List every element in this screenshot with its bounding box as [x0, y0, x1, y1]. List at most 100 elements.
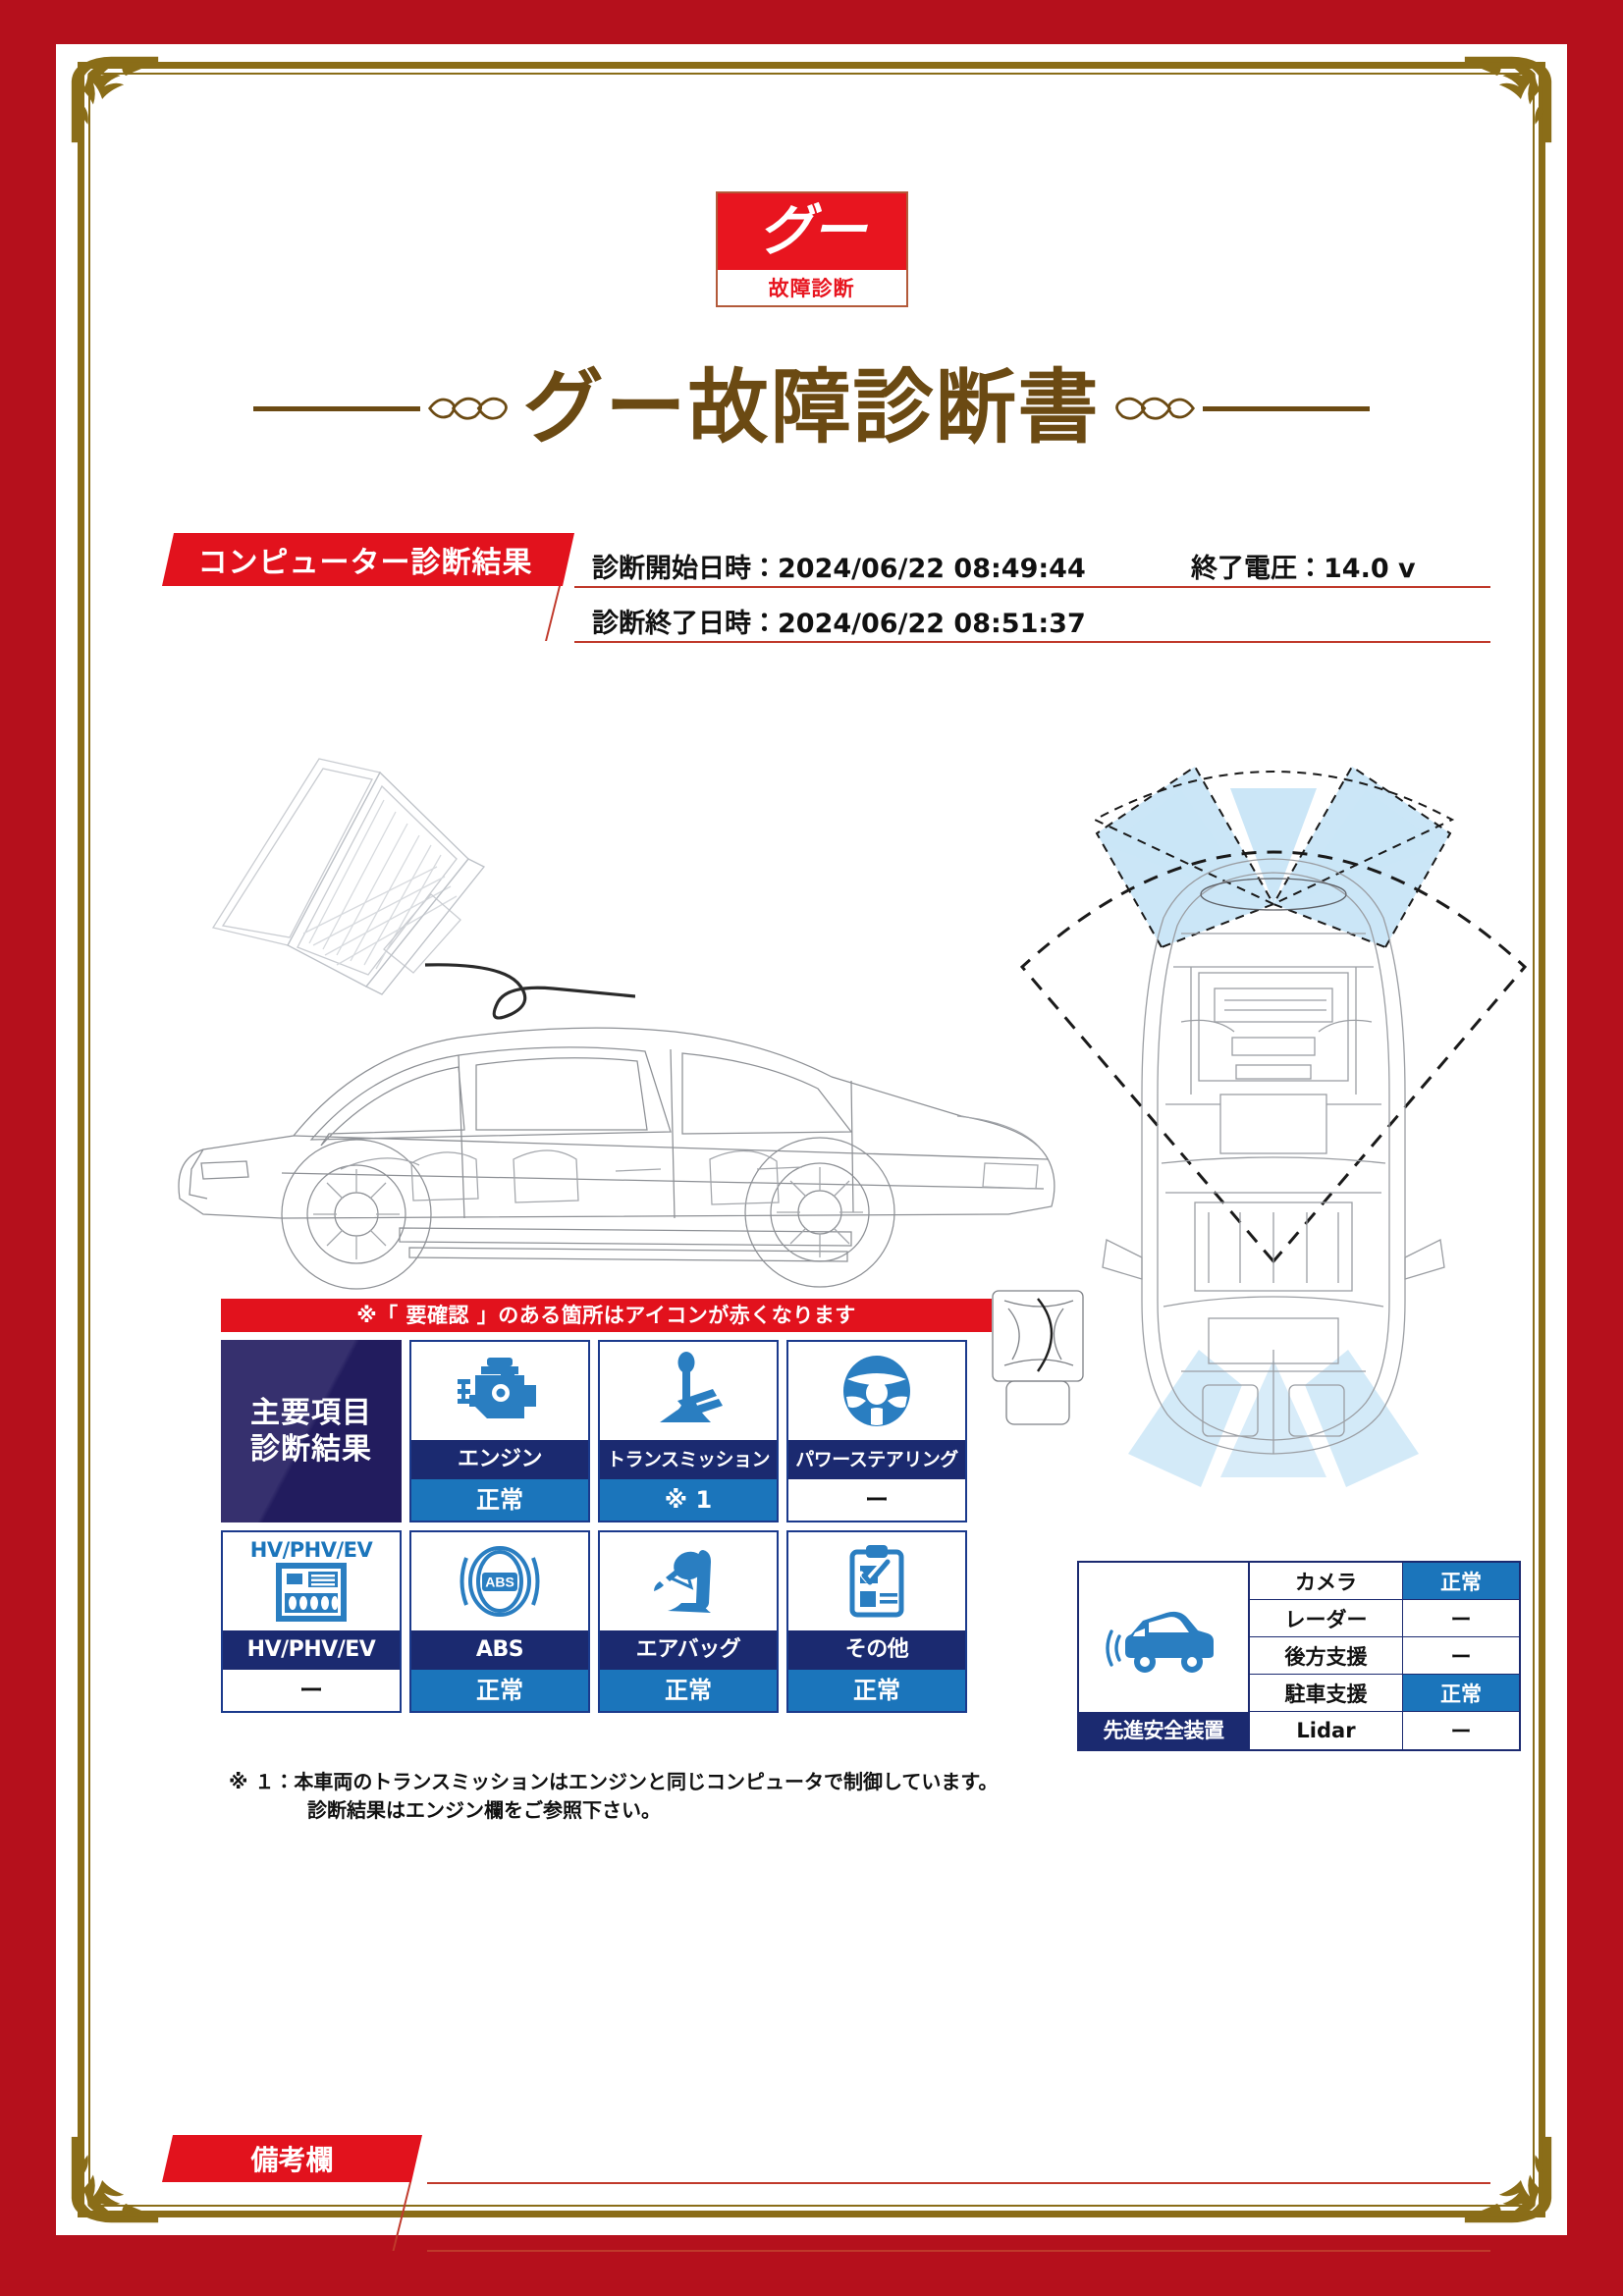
safety-row-lidar-label: Lidar — [1250, 1712, 1403, 1749]
power-steering-icon — [843, 1356, 910, 1426]
safety-row-parking-support-label: 駐車支援 — [1250, 1675, 1403, 1711]
results-warning-banner: ※「 要確認 」のある箇所はアイコンが赤くなります — [221, 1299, 992, 1332]
title-rule-right — [1202, 405, 1370, 411]
end-voltage: 終了電圧：14.0 v — [1191, 547, 1416, 585]
safety-row-rear-support-label: 後方支援 — [1250, 1637, 1403, 1674]
corner-ornament-bottom-left — [71, 2136, 159, 2223]
advanced-safety-table: 先進安全装置 カメラ 正常 レーダー ー 後方支援 ー 駐車支援 正常 Lida… — [1077, 1561, 1521, 1751]
result-card-abs-name: ABS — [411, 1630, 588, 1670]
page-title: グー故障診断書 — [522, 361, 1101, 454]
logo-mark-text: グー — [758, 199, 867, 263]
car-sensor-icon-wrap — [1079, 1563, 1248, 1712]
corner-ornament-top-left — [71, 56, 159, 143]
diagnosis-end-label: 診断終了日時： — [592, 609, 778, 639]
title-flourish-left-icon — [428, 397, 509, 420]
result-card-hv-phv-ev-name: HV/PHV/EV — [223, 1630, 400, 1670]
safety-row-rear-support: 後方支援 ー — [1250, 1637, 1519, 1675]
diagnosis-end-value: 2024/06/22 08:51:37 — [778, 609, 1086, 639]
remarks-rule-2 — [427, 2250, 1490, 2252]
safety-icon-column: 先進安全装置 — [1079, 1563, 1248, 1749]
logo-subtitle: 故障診断 — [768, 277, 855, 300]
main-results-grid: ※「 要確認 」のある箇所はアイコンが赤くなります 主要項目 診断結果 — [221, 1299, 992, 1713]
result-card-abs-status: 正常 — [411, 1670, 588, 1711]
results-panel-label: 主要項目 診断結果 — [221, 1340, 402, 1522]
hv-battery-icon-wrap: HV/PHV/EV — [223, 1532, 400, 1630]
safety-row-camera-value: 正常 — [1403, 1563, 1519, 1599]
safety-row-radar-label: レーダー — [1250, 1600, 1403, 1636]
transmission-icon-wrap — [600, 1342, 777, 1440]
results-row-2: HV/PHV/EV — [221, 1530, 992, 1713]
title-rule-left — [253, 405, 421, 411]
safety-row-radar: レーダー ー — [1250, 1600, 1519, 1637]
safety-row-radar-value: ー — [1403, 1600, 1519, 1636]
diagnosis-header: コンピューター診断結果 診断開始日時：2024/06/22 08:49:44 終… — [162, 533, 1490, 643]
end-voltage-label: 終了電圧： — [1191, 554, 1324, 584]
logo-mark-area: グー — [717, 193, 906, 270]
engine-icon — [458, 1358, 536, 1418]
diagnosis-slash-divider — [545, 586, 561, 641]
result-card-transmission[interactable]: トランスミッション ※ 1 — [598, 1340, 779, 1522]
diagnosis-rule-1 — [574, 586, 1490, 588]
result-card-airbag-name: エアバッグ — [600, 1630, 777, 1670]
certificate-page: グー 故障診断 グー故障診断書 コンピューター診断結果 — [56, 44, 1567, 2252]
diagnosis-start-value: 2024/06/22 08:49:44 — [778, 554, 1086, 584]
airbag-icon — [654, 1550, 711, 1613]
diagnosis-start: 診断開始日時：2024/06/22 08:49:44 — [592, 547, 1086, 585]
safety-caption: 先進安全装置 — [1079, 1712, 1248, 1749]
safety-rows: カメラ 正常 レーダー ー 後方支援 ー 駐車支援 正常 Lidar ー — [1248, 1563, 1519, 1749]
result-card-hv-phv-ev[interactable]: HV/PHV/EV — [221, 1530, 402, 1713]
diagnosis-end: 診断終了日時：2024/06/22 08:51:37 — [592, 602, 1086, 640]
car-top-sensor-illustration — [992, 765, 1528, 1487]
hv-phv-ev-overlabel: HV/PHV/EV — [249, 1538, 373, 1562]
result-card-power-steering-name: パワーステアリング — [788, 1440, 965, 1479]
remarks-section: 備考欄 — [162, 2091, 1490, 2252]
diagnosis-rule-2 — [574, 641, 1490, 643]
corner-ornament-bottom-right — [1464, 2136, 1552, 2223]
title-flourish-right-icon — [1114, 397, 1195, 420]
computer-diagnosis-tag: コンピューター診断結果 — [162, 533, 574, 586]
result-card-other[interactable]: その他 正常 — [786, 1530, 967, 1713]
transmission-icon — [660, 1352, 723, 1422]
result-card-power-steering[interactable]: パワーステアリング ー — [786, 1340, 967, 1522]
result-card-other-status: 正常 — [788, 1670, 965, 1711]
svg-text:ABS: ABS — [485, 1575, 514, 1590]
safety-row-parking-support-value: 正常 — [1403, 1675, 1519, 1711]
result-card-other-name: その他 — [788, 1630, 965, 1670]
other-clipboard-icon-wrap — [788, 1532, 965, 1630]
remarks-tag: 備考欄 — [162, 2135, 422, 2182]
safety-row-rear-support-value: ー — [1403, 1637, 1519, 1674]
result-card-abs[interactable]: ABS ABS 正常 — [409, 1530, 590, 1713]
transmission-footnote: ※ １：本車両のトランスミッションはエンジンと同じコンピュータで制御しています。… — [229, 1770, 999, 1822]
hv-battery-icon — [276, 1563, 347, 1622]
document-title-row: グー故障診断書 — [56, 368, 1567, 449]
car-side-wireframe-illustration — [178, 1027, 1055, 1290]
other-clipboard-icon — [849, 1545, 904, 1618]
result-card-power-steering-status: ー — [788, 1479, 965, 1521]
result-card-airbag-status: 正常 — [600, 1670, 777, 1711]
safety-row-camera-label: カメラ — [1250, 1563, 1403, 1599]
result-card-engine-name: エンジン — [411, 1440, 588, 1479]
result-card-engine-status: 正常 — [411, 1479, 588, 1521]
result-card-hv-phv-ev-status: ー — [223, 1670, 400, 1711]
result-card-engine[interactable]: エンジン 正常 — [409, 1340, 590, 1522]
abs-icon-wrap: ABS — [411, 1532, 588, 1630]
goo-logo: グー 故障診断 — [715, 191, 908, 307]
diagnosis-start-label: 診断開始日時： — [592, 554, 778, 584]
result-card-transmission-name: トランスミッション — [600, 1440, 777, 1479]
remarks-tag-label: 備考欄 — [250, 2144, 334, 2176]
remarks-slash-divider — [392, 2182, 411, 2251]
results-panel-label-line1: 主要項目 — [250, 1395, 372, 1430]
safety-row-parking-support: 駐車支援 正常 — [1250, 1675, 1519, 1712]
result-card-airbag[interactable]: エアバッグ 正常 — [598, 1530, 779, 1713]
end-voltage-value: 14.0 v — [1324, 554, 1416, 584]
power-steering-icon-wrap — [788, 1342, 965, 1440]
car-sensor-icon — [1106, 1611, 1214, 1673]
airbag-icon-wrap — [600, 1532, 777, 1630]
corner-ornament-top-right — [1464, 56, 1552, 143]
safety-row-camera: カメラ 正常 — [1250, 1563, 1519, 1600]
remarks-rule-1 — [427, 2182, 1490, 2184]
result-card-transmission-status: ※ 1 — [600, 1479, 777, 1521]
abs-icon: ABS — [460, 1546, 540, 1617]
safety-row-lidar: Lidar ー — [1250, 1712, 1519, 1749]
safety-row-lidar-value: ー — [1403, 1712, 1519, 1749]
